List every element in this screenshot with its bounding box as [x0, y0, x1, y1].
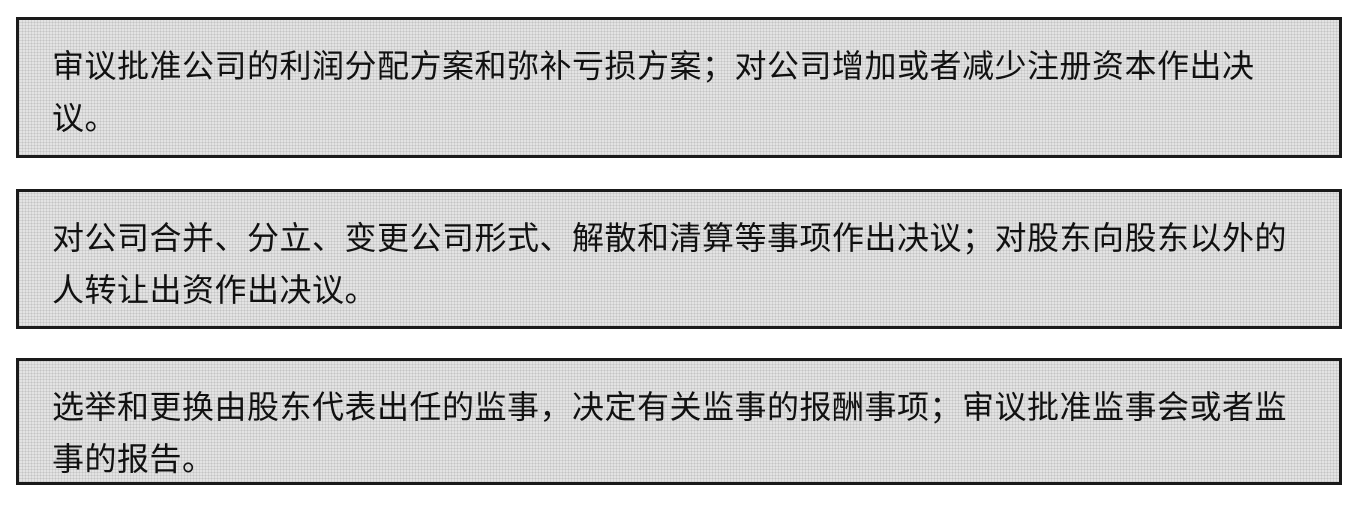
- item-box-supervisor-election: 选举和更换由股东代表出任的监事，决定有关监事的报酬事项；审议批准监事会或者监事的…: [16, 358, 1342, 485]
- item-text: 对公司合并、分立、变更公司形式、解散和清算等事项作出决议；对股东向股东以外的人转…: [52, 219, 1288, 309]
- item-box-merger-division: 对公司合并、分立、变更公司形式、解散和清算等事项作出决议；对股东向股东以外的人转…: [16, 189, 1342, 329]
- item-text: 选举和更换由股东代表出任的监事，决定有关监事的报酬事项；审议批准监事会或者监事的…: [52, 388, 1288, 478]
- item-list: 审议批准公司的利润分配方案和弥补亏损方案；对公司增加或者减少注册资本作出决议。 …: [16, 17, 1342, 485]
- item-box-profit-distribution: 审议批准公司的利润分配方案和弥补亏损方案；对公司增加或者减少注册资本作出决议。: [16, 17, 1342, 158]
- item-text: 审议批准公司的利润分配方案和弥补亏损方案；对公司增加或者减少注册资本作出决议。: [52, 47, 1255, 137]
